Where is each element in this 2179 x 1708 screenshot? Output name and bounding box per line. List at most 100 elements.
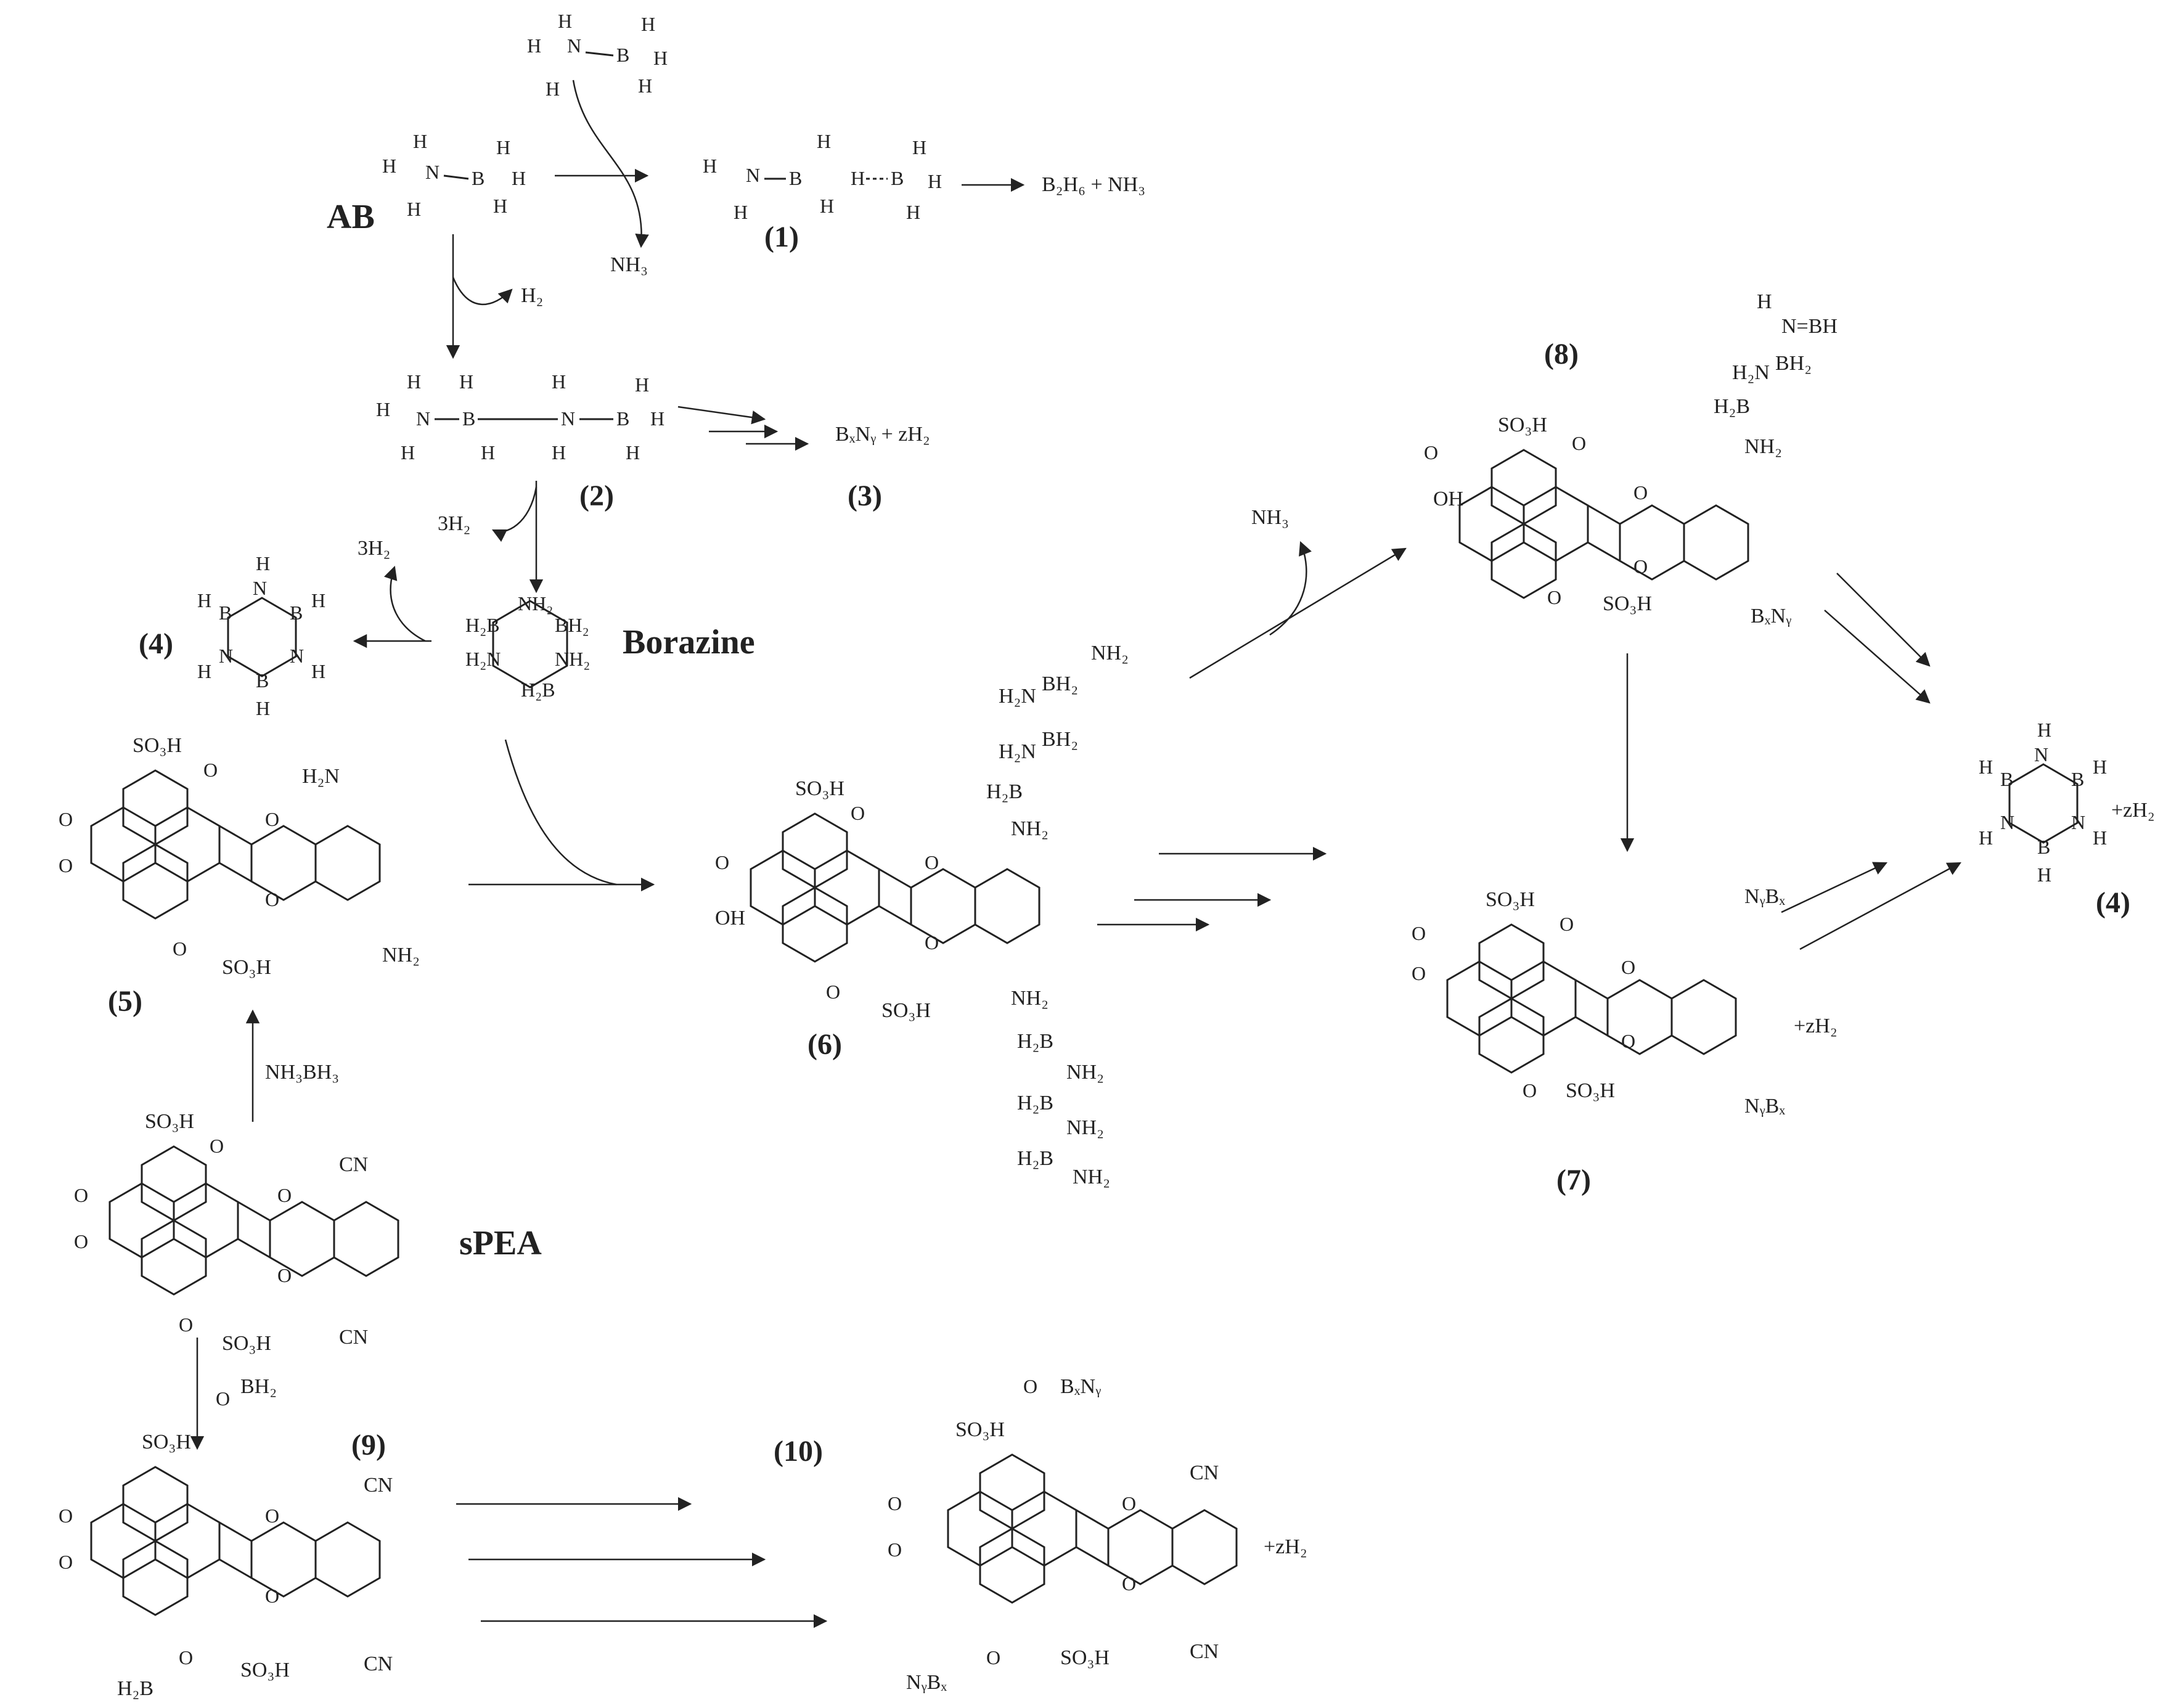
svg-text:SO₃H: SO₃H <box>133 734 182 757</box>
ab-molecule: H N B H H H H H <box>382 130 526 220</box>
svg-text:O: O <box>1523 1079 1537 1101</box>
svg-text:N: N <box>2000 811 2014 833</box>
svg-text:B: B <box>789 167 802 189</box>
svg-text:H: H <box>1979 756 1993 778</box>
svg-text:H: H <box>311 660 325 682</box>
svg-text:H: H <box>638 75 652 97</box>
svg-text:NH₂: NH₂ <box>1066 1061 1104 1084</box>
svg-text:SO₃H: SO₃H <box>881 999 931 1022</box>
svg-text:NH₂: NH₂ <box>555 648 590 670</box>
svg-text:N: N <box>219 645 233 667</box>
svg-text:BₓNᵧ: BₓNᵧ <box>1751 605 1791 627</box>
svg-text:O: O <box>1122 1572 1136 1595</box>
svg-text:H₂B: H₂B <box>1017 1092 1053 1114</box>
svg-text:H: H <box>413 130 427 152</box>
svg-text:H: H <box>376 398 390 420</box>
svg-text:NH₂: NH₂ <box>382 944 420 966</box>
svg-text:H: H <box>401 441 415 464</box>
label-8: (8) <box>1544 338 1579 370</box>
svg-text:SO₃H: SO₃H <box>1060 1646 1110 1669</box>
svg-text:H: H <box>552 370 566 393</box>
svg-text:SO₃H: SO₃H <box>1603 592 1652 615</box>
svg-text:O: O <box>1122 1492 1136 1514</box>
svg-text:N: N <box>416 407 430 430</box>
svg-text:H: H <box>653 47 668 69</box>
svg-text:H: H <box>256 552 270 574</box>
svg-text:H₂B: H₂B <box>986 780 1023 803</box>
label-7: (7) <box>1556 1164 1591 1196</box>
svg-text:NH₂: NH₂ <box>1091 642 1129 664</box>
svg-text:CN: CN <box>1190 1461 1219 1484</box>
svg-text:H₂B: H₂B <box>117 1677 153 1700</box>
svg-text:H₂N: H₂N <box>302 765 340 788</box>
arrow-nh3-release <box>572 80 649 248</box>
svg-text:H: H <box>626 441 640 464</box>
svg-text:NH₂: NH₂ <box>1744 435 1782 458</box>
label-spea: sPEA <box>459 1224 542 1262</box>
svg-text:N: N <box>561 407 575 430</box>
b2h6-nh3: B₂H₆ + NH₃ <box>1042 173 1145 196</box>
svg-text:O: O <box>1621 956 1635 978</box>
svg-text:O: O <box>173 938 187 960</box>
arrow-3h2-release-a <box>491 486 538 542</box>
svg-text:CN: CN <box>339 1153 368 1176</box>
svg-text:NᵧBₓ: NᵧBₓ <box>1744 1095 1785 1118</box>
svg-text:H₂N: H₂N <box>465 648 501 670</box>
svg-text:H: H <box>928 170 942 192</box>
svg-text:H₂N: H₂N <box>1732 361 1770 384</box>
svg-text:O: O <box>1412 922 1426 944</box>
svg-text:BH₂: BH₂ <box>1775 352 1812 375</box>
svg-text:B: B <box>256 669 269 692</box>
svg-text:NH₂: NH₂ <box>1011 817 1049 840</box>
svg-text:B: B <box>616 407 629 430</box>
svg-text:O: O <box>1547 586 1561 608</box>
svg-text:O: O <box>265 888 279 910</box>
svg-text:O: O <box>1572 432 1586 454</box>
svg-text:O: O <box>715 851 729 873</box>
borazine-saturated: NH₂ BH₂ NH₂ H₂B H₂N H₂B <box>465 592 590 701</box>
svg-text:H: H <box>311 589 325 611</box>
svg-text:BH₂: BH₂ <box>1042 728 1078 751</box>
svg-text:O: O <box>179 1646 193 1669</box>
compound-10: SO₃H BₓNᵧ SO₃H NᵧBₓ O O O O O O CN CN <box>888 1375 1238 1694</box>
label-4-right: (4) <box>2096 886 2130 919</box>
svg-text:N: N <box>746 164 760 186</box>
svg-text:H: H <box>197 589 211 611</box>
svg-text:H: H <box>459 370 473 393</box>
svg-text:OH: OH <box>1433 488 1463 510</box>
svg-text:H: H <box>256 697 270 719</box>
svg-text:O: O <box>826 981 840 1003</box>
svg-text:N: N <box>290 645 304 667</box>
svg-text:H: H <box>820 195 834 217</box>
svg-text:H: H <box>558 10 572 32</box>
arrow-3h2-release-b <box>383 565 426 642</box>
svg-text:H: H <box>734 201 748 223</box>
svg-text:N: N <box>2071 811 2085 833</box>
h2-release: H₂ <box>521 284 543 307</box>
svg-text:O: O <box>179 1314 193 1336</box>
svg-text:O: O <box>203 759 218 781</box>
svg-text:O: O <box>216 1387 230 1410</box>
plus-zh2-4: +zH₂ <box>2111 799 2155 822</box>
label-2: (2) <box>579 480 614 512</box>
nh3-release-b: NH₃ <box>1251 506 1289 529</box>
svg-text:H: H <box>493 195 507 217</box>
svg-text:H: H <box>496 136 510 158</box>
svg-text:H: H <box>906 201 920 223</box>
label-10: (10) <box>774 1435 823 1468</box>
svg-text:H: H <box>817 130 831 152</box>
compound-5: SO₃H SO₃H O O O O O O H₂N NH₂ <box>59 734 420 979</box>
svg-text:H: H <box>512 167 526 189</box>
svg-text:O: O <box>210 1135 224 1157</box>
svg-text:B: B <box>219 602 232 624</box>
svg-text:O: O <box>925 851 939 873</box>
three-h2-b: 3H₂ <box>358 537 390 560</box>
svg-text:H: H <box>382 155 396 177</box>
svg-text:O: O <box>1621 1030 1635 1052</box>
svg-text:O: O <box>265 808 279 830</box>
svg-text:O: O <box>925 931 939 954</box>
label-borazine: Borazine <box>623 623 755 661</box>
svg-text:CN: CN <box>364 1474 393 1497</box>
svg-text:H: H <box>481 441 495 464</box>
svg-text:O: O <box>888 1492 902 1514</box>
